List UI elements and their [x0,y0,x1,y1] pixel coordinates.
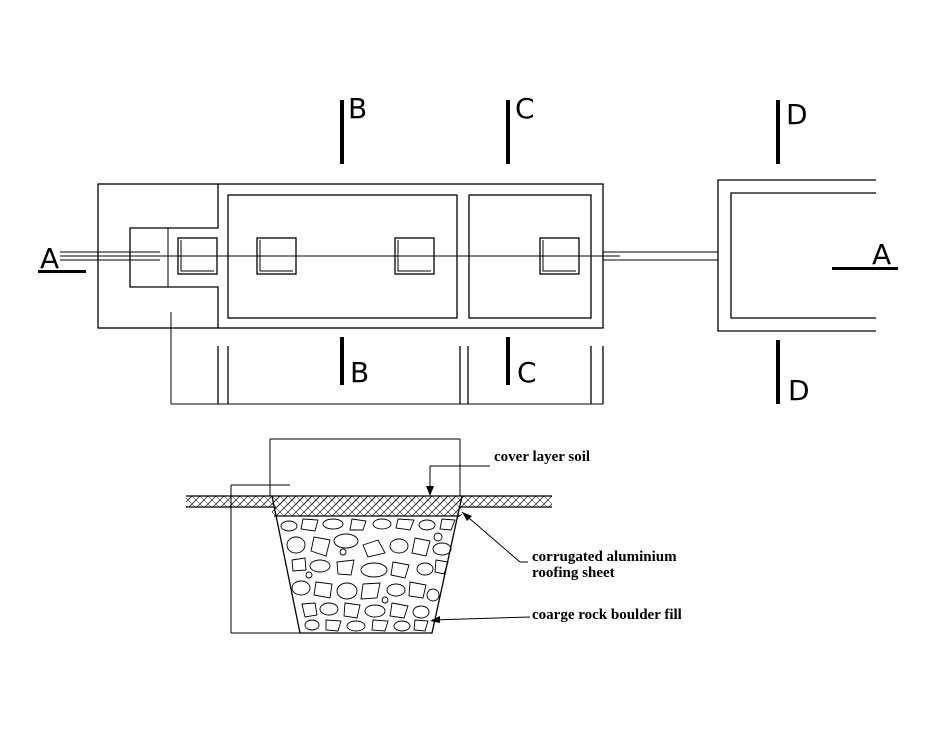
section-marker-bars [38,100,898,404]
section-a-right-label: A [872,238,891,271]
soak-pit-plan [717,179,876,332]
cover-soil-layer [272,496,462,516]
section-b-top-label: B [348,92,367,125]
section-d-top-label: D [786,98,808,131]
dimension-lines [170,312,604,405]
boulder-fill-label: coarge rock boulder fill [532,607,682,623]
section-b-bottom-label: B [350,356,369,389]
section-a-left-label: A [40,242,59,275]
section-c-bottom-label: C [517,356,537,389]
cover-layer-soil-label: cover layer soil [494,449,590,465]
leader-lines [426,465,531,623]
roofing-sheet-label-line1: corrugated aluminium [532,549,677,565]
inlet-chamber-wall [129,184,219,328]
section-c-top-label: C [515,92,535,125]
plan-view: A A B B C C D D [38,92,898,407]
rock-boulders [280,518,456,632]
soak-pit-section: cover layer soil corrugated aluminium ro… [186,438,682,634]
section-d-bottom-label: D [788,374,810,407]
roofing-sheet-label-line2: roofing sheet [532,565,615,581]
